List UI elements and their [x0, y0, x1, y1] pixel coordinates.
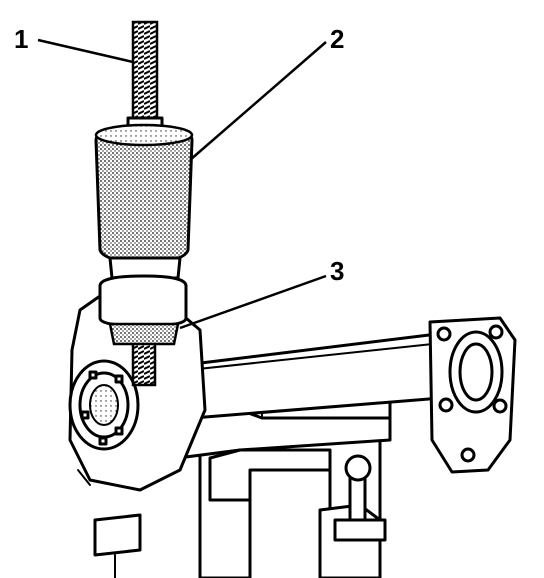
callout-2: 2 [330, 24, 344, 54]
receiver-cup [94, 123, 194, 280]
callout-1: 1 [14, 24, 28, 54]
callout-3: 3 [330, 256, 344, 286]
installer-ring [98, 274, 188, 346]
leader-line-2 [189, 41, 327, 161]
axle-shaft [158, 316, 517, 474]
steering-knuckle [68, 294, 207, 578]
leader-line-1 [37, 38, 134, 64]
leader-line-3 [179, 274, 327, 330]
